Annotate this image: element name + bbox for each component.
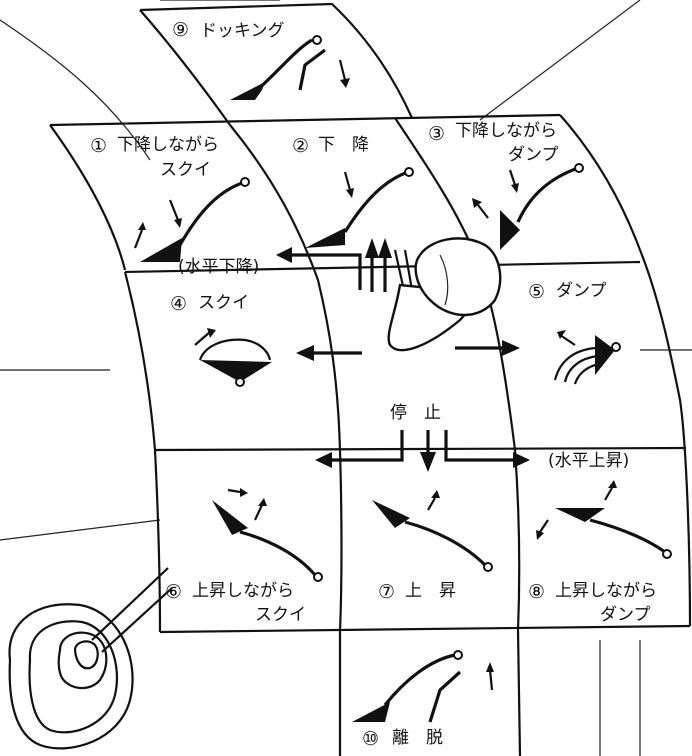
joystick-lever <box>365 237 502 352</box>
panel-raise-scoop: ⑥ 上昇しながら スクイ <box>165 488 323 625</box>
arrow-icon <box>227 488 241 494</box>
panel-scoop: ④ スクイ <box>170 293 272 387</box>
lever-knob <box>414 237 502 317</box>
panel-lower-scoop: ① 下降しながら スクイ <box>90 135 250 262</box>
arrow-right-icon <box>502 340 520 356</box>
arrow-right-icon <box>513 452 530 468</box>
pivot-icon <box>235 377 245 387</box>
arrow-icon <box>508 169 517 186</box>
arrow-icon <box>168 199 180 221</box>
panel-label-1: 下降しながら <box>455 121 557 141</box>
panel-number: ⑤ <box>528 281 545 303</box>
panel-dump: ⑤ ダンプ <box>528 281 621 385</box>
arrow-left-icon <box>296 345 314 361</box>
panel-label-1: 下降しながら <box>117 135 219 155</box>
panel-label-2: スクイ <box>255 605 306 625</box>
panel-raise-dump: ⑧ 上昇しながら ダンプ <box>528 480 672 625</box>
pivot-icon <box>404 167 414 177</box>
pivot-icon <box>312 35 322 45</box>
stop-indicator: 停 止 (水平上昇) <box>315 403 629 472</box>
bucket-icon <box>372 500 410 528</box>
bucket-icon <box>230 82 265 100</box>
panel-number: ⑦ <box>378 581 395 603</box>
panel-detach: ⑩ 離 脱 <box>352 650 494 750</box>
pivot-icon <box>483 562 493 572</box>
panel-number: ④ <box>170 293 187 315</box>
pivot-icon <box>313 572 323 582</box>
panel-number: ⑧ <box>528 581 545 603</box>
panel-label-2: ダンプ <box>600 605 651 625</box>
panel-number: ① <box>90 135 107 157</box>
panel-label: ドッキング <box>200 21 285 41</box>
panel-label: スクイ <box>198 293 249 313</box>
panel-label: 上 昇 <box>405 581 456 601</box>
panel-label-2: ダンプ <box>508 145 559 165</box>
panel-label-1: 上昇しながら <box>555 581 657 601</box>
panel-number: ⑩ <box>362 728 379 750</box>
panel-number: ⑥ <box>165 581 182 603</box>
arrow-icon <box>338 59 347 81</box>
arrow-icon <box>427 497 436 511</box>
arrow-icon <box>343 171 352 191</box>
arrow-up-icon <box>378 238 392 258</box>
panel-lower: ② 下 降 <box>292 135 414 248</box>
bucket-icon <box>305 228 345 248</box>
panel-label-2: スクイ <box>160 160 211 180</box>
panel-number: ② <box>292 135 309 157</box>
stop-label: 停 止 <box>390 403 441 423</box>
pivot-icon <box>574 163 584 173</box>
pivot-icon <box>453 650 463 660</box>
bucket-icon <box>595 335 615 375</box>
tilt-arrows <box>296 340 520 361</box>
panel-docking: ⑨ ドッキング <box>172 19 350 100</box>
panel-number: ⑨ <box>172 19 189 41</box>
panel-label: 下 降 <box>318 135 369 155</box>
panel-raise: ⑦ 上 昇 <box>372 490 493 603</box>
panel-label: 離 脱 <box>392 728 443 748</box>
arrow-icon <box>194 331 211 346</box>
panel-number: ③ <box>428 123 445 145</box>
arrow-icon <box>559 334 576 346</box>
horizontal-lower-indicator: (水平下降) <box>178 247 362 290</box>
horizontal-raise-label: (水平上昇) <box>548 451 629 471</box>
arrow-up-icon <box>365 238 379 258</box>
bucket-icon <box>200 360 272 382</box>
arrow-icon <box>604 487 613 501</box>
bucket-icon <box>140 238 182 262</box>
arrow-icon <box>488 669 494 691</box>
arrow-icon <box>254 504 263 521</box>
panel-label: ダンプ <box>556 281 607 301</box>
bucket-icon <box>555 508 605 522</box>
arrow-icon <box>539 519 549 533</box>
panel-grid <box>49 2 692 756</box>
arrow-icon <box>477 204 489 219</box>
bucket-icon <box>352 702 390 722</box>
panel-lower-dump: ③ 下降しながら ダンプ <box>428 121 584 250</box>
horizontal-lower-label: (水平下降) <box>178 257 259 277</box>
bucket-icon <box>212 500 248 535</box>
arrow-left-icon <box>276 247 292 263</box>
arrow-icon <box>133 229 144 249</box>
bucket-icon <box>500 210 520 250</box>
joystick-base <box>8 567 173 750</box>
pivot-icon <box>662 549 672 559</box>
panel-label-1: 上昇しながら <box>192 581 294 601</box>
arrow-down-icon <box>420 452 436 472</box>
pivot-icon <box>611 342 621 352</box>
pivot-icon <box>240 177 250 187</box>
arrow-left-icon <box>315 452 332 468</box>
